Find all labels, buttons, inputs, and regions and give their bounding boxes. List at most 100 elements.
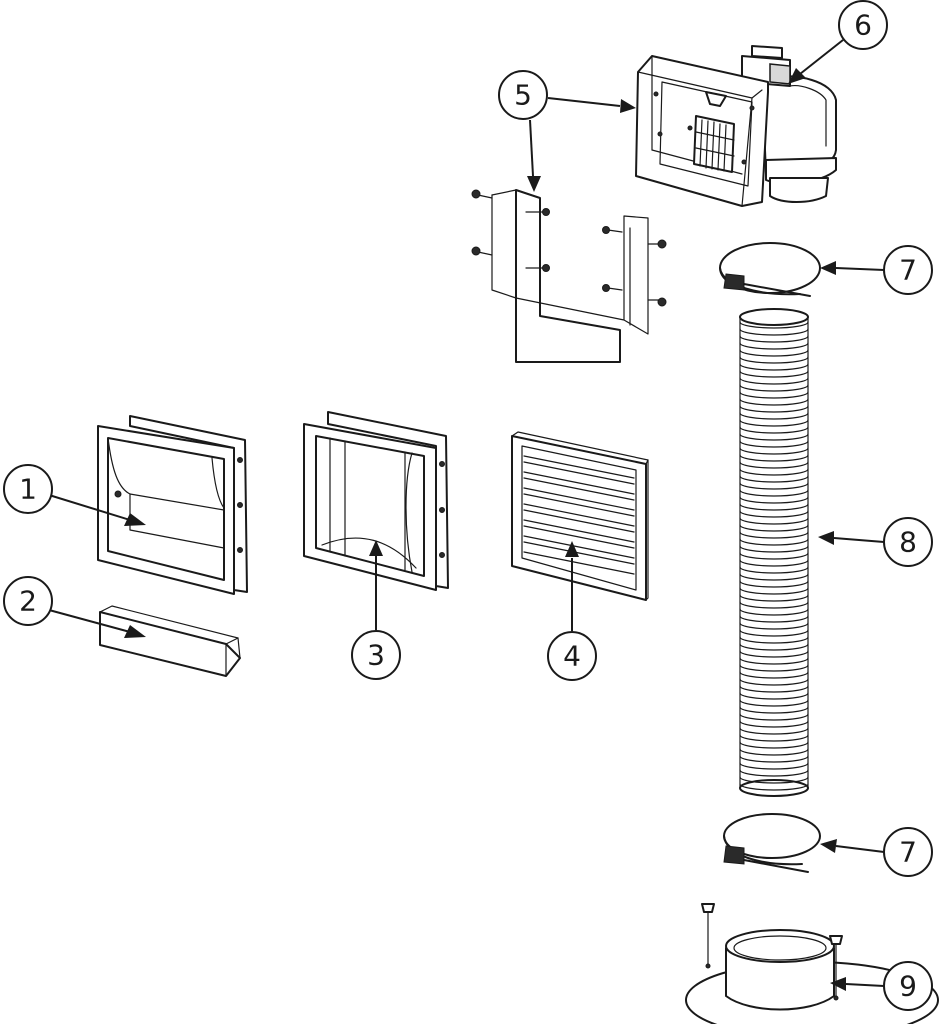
duct-ring xyxy=(739,370,809,378)
grille-louvers xyxy=(523,455,635,575)
duct-ring xyxy=(739,783,809,791)
part-7-top-hose-clamp xyxy=(719,242,821,297)
duct-ring xyxy=(739,594,809,602)
duct-ring xyxy=(739,321,809,329)
duct-ring xyxy=(739,363,809,371)
duct-ring xyxy=(739,734,809,742)
callout-5: 5 xyxy=(498,70,636,192)
duct-ring xyxy=(739,335,809,343)
duct-ring xyxy=(739,545,809,553)
duct-ring xyxy=(739,503,809,511)
callout-7-top-label: 7 xyxy=(899,254,917,287)
part-5-mounting-bracket xyxy=(471,189,667,363)
duct-ring xyxy=(739,727,809,735)
duct-ring xyxy=(739,426,809,434)
collar-screws xyxy=(701,903,843,1001)
duct-ring xyxy=(739,559,809,567)
part-2-wedge xyxy=(99,605,241,677)
part-1-wall-box xyxy=(97,415,248,595)
duct-ring xyxy=(739,489,809,497)
callout-3: 3 xyxy=(351,540,401,680)
duct-ring xyxy=(739,769,809,777)
duct-ring xyxy=(739,482,809,490)
duct-ring xyxy=(739,328,809,336)
callout-7-bottom-label: 7 xyxy=(899,836,917,869)
duct-ring xyxy=(739,650,809,658)
callout-6-label: 6 xyxy=(854,9,872,42)
bracket-screws xyxy=(471,189,667,307)
duct-ring xyxy=(739,377,809,385)
part-8-flexible-duct xyxy=(739,308,809,797)
duct-ring xyxy=(739,643,809,651)
housing-vent-slots xyxy=(693,115,735,173)
duct-ring xyxy=(739,573,809,581)
duct-ring xyxy=(739,552,809,560)
duct-ring xyxy=(739,412,809,420)
part-6-blower-housing xyxy=(635,45,837,207)
part-7-bottom-hose-clamp xyxy=(723,813,821,873)
duct-ring xyxy=(739,615,809,623)
duct-ring xyxy=(739,713,809,721)
duct-ring xyxy=(739,706,809,714)
duct-ring xyxy=(739,419,809,427)
duct-ring xyxy=(739,629,809,637)
duct-ring xyxy=(739,440,809,448)
duct-ring xyxy=(739,657,809,665)
duct-ring xyxy=(739,468,809,476)
duct-ring xyxy=(739,608,809,616)
callout-9: 9 xyxy=(830,961,933,1011)
duct-ring xyxy=(739,636,809,644)
duct-ring xyxy=(739,538,809,546)
duct-ring xyxy=(739,510,809,518)
duct-ring xyxy=(739,391,809,399)
callout-4-label: 4 xyxy=(563,640,581,673)
callout-3-label: 3 xyxy=(367,639,385,672)
callout-2: 2 xyxy=(3,576,146,638)
callout-1-label: 1 xyxy=(19,473,37,506)
duct-ring xyxy=(739,398,809,406)
duct-ring xyxy=(739,461,809,469)
callout-9-label: 9 xyxy=(899,970,917,1003)
duct-ring xyxy=(739,356,809,364)
duct-ring xyxy=(739,566,809,574)
duct-ring xyxy=(739,475,809,483)
part-4-louvered-grille xyxy=(511,431,649,601)
duct-ring xyxy=(739,349,809,357)
duct-ring xyxy=(739,664,809,672)
duct-ring xyxy=(739,622,809,630)
duct-ring xyxy=(739,580,809,588)
duct-ring xyxy=(739,720,809,728)
duct-ring xyxy=(739,384,809,392)
callout-7-bottom: 7 xyxy=(820,827,933,877)
callout-2-label: 2 xyxy=(19,585,37,618)
callout-5-label: 5 xyxy=(514,79,532,112)
duct-ring xyxy=(739,678,809,686)
callout-4: 4 xyxy=(547,541,597,681)
duct-ring xyxy=(739,762,809,770)
callout-8-label: 8 xyxy=(899,526,917,559)
duct-ring xyxy=(739,587,809,595)
duct-ring xyxy=(739,496,809,504)
duct-ring xyxy=(739,748,809,756)
callout-1: 1 xyxy=(3,464,146,526)
duct-ring xyxy=(739,405,809,413)
duct-ring xyxy=(739,447,809,455)
duct-ring xyxy=(739,671,809,679)
callout-8: 8 xyxy=(818,517,933,567)
duct-ring xyxy=(739,517,809,525)
duct-ring xyxy=(739,524,809,532)
duct-ring xyxy=(739,699,809,707)
duct-ring xyxy=(739,454,809,462)
callout-7-top: 7 xyxy=(820,245,933,295)
duct-ring xyxy=(739,776,809,784)
duct-ring xyxy=(739,755,809,763)
duct-ring xyxy=(739,741,809,749)
part-3-wall-sleeve xyxy=(303,411,449,591)
callout-6: 6 xyxy=(788,0,888,84)
duct-ring xyxy=(739,601,809,609)
duct-ring xyxy=(739,685,809,693)
duct-ring xyxy=(739,692,809,700)
duct-ring xyxy=(739,342,809,350)
duct-ring xyxy=(739,433,809,441)
